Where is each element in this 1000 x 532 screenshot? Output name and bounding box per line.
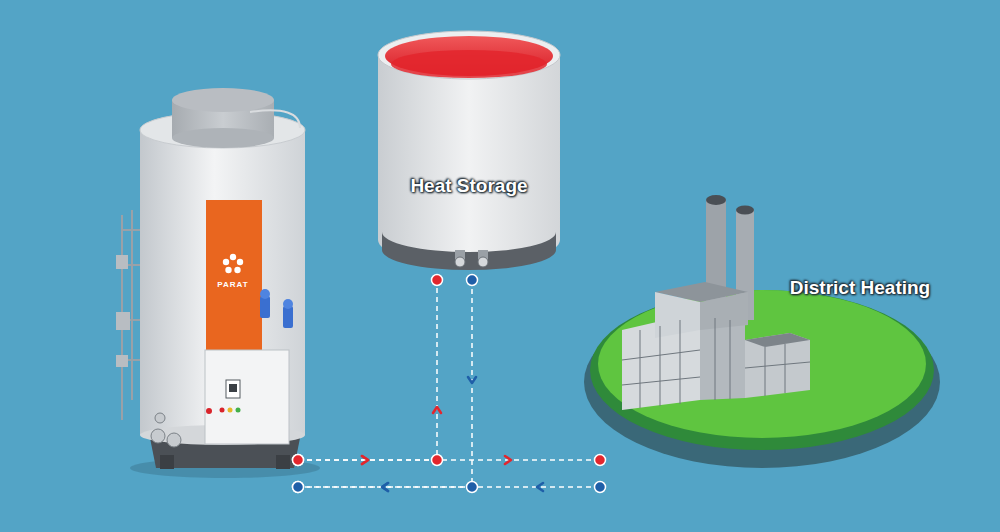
- tank-illustration: [378, 31, 560, 270]
- pipe-connector: [293, 275, 443, 466]
- edge-group: [293, 275, 606, 493]
- flow-arrowhead: [433, 407, 441, 413]
- boiler-unit: PARAT: [115, 110, 298, 500]
- pipe-endpoint-dot: [293, 482, 304, 493]
- pipe-endpoint-dot: [293, 455, 304, 466]
- tank-label: Heat Storage: [410, 175, 527, 197]
- flow-arrowhead: [468, 377, 476, 383]
- pipe-endpoint-dot: [293, 455, 304, 466]
- flow-arrowhead: [537, 483, 543, 491]
- boiler-illustration: [116, 88, 320, 478]
- pipe-line: [298, 280, 437, 460]
- plant-label: District Heating: [790, 277, 930, 299]
- pipe-endpoint-dot: [595, 482, 606, 493]
- pipe-endpoint-dot: [432, 275, 443, 286]
- pipe-endpoint-dot: [293, 482, 304, 493]
- heat-storage-tank: Heat Storage: [378, 28, 562, 280]
- junction-dots: [432, 455, 478, 493]
- brand-logo-text: PARAT: [217, 280, 248, 289]
- pipe-line: [298, 280, 472, 487]
- plant-illustration: [584, 195, 940, 468]
- flow-arrowhead: [505, 456, 511, 464]
- pipe-endpoint-dot: [595, 455, 606, 466]
- pipe-connector: [293, 455, 606, 466]
- pipe-line: [298, 459, 600, 461]
- flow-arrowhead: [362, 456, 368, 464]
- flow-arrowhead: [382, 483, 388, 491]
- pipe-connector: [293, 275, 478, 493]
- pipe-endpoint-dot: [467, 275, 478, 286]
- district-heating-plant: District Heating: [600, 180, 985, 500]
